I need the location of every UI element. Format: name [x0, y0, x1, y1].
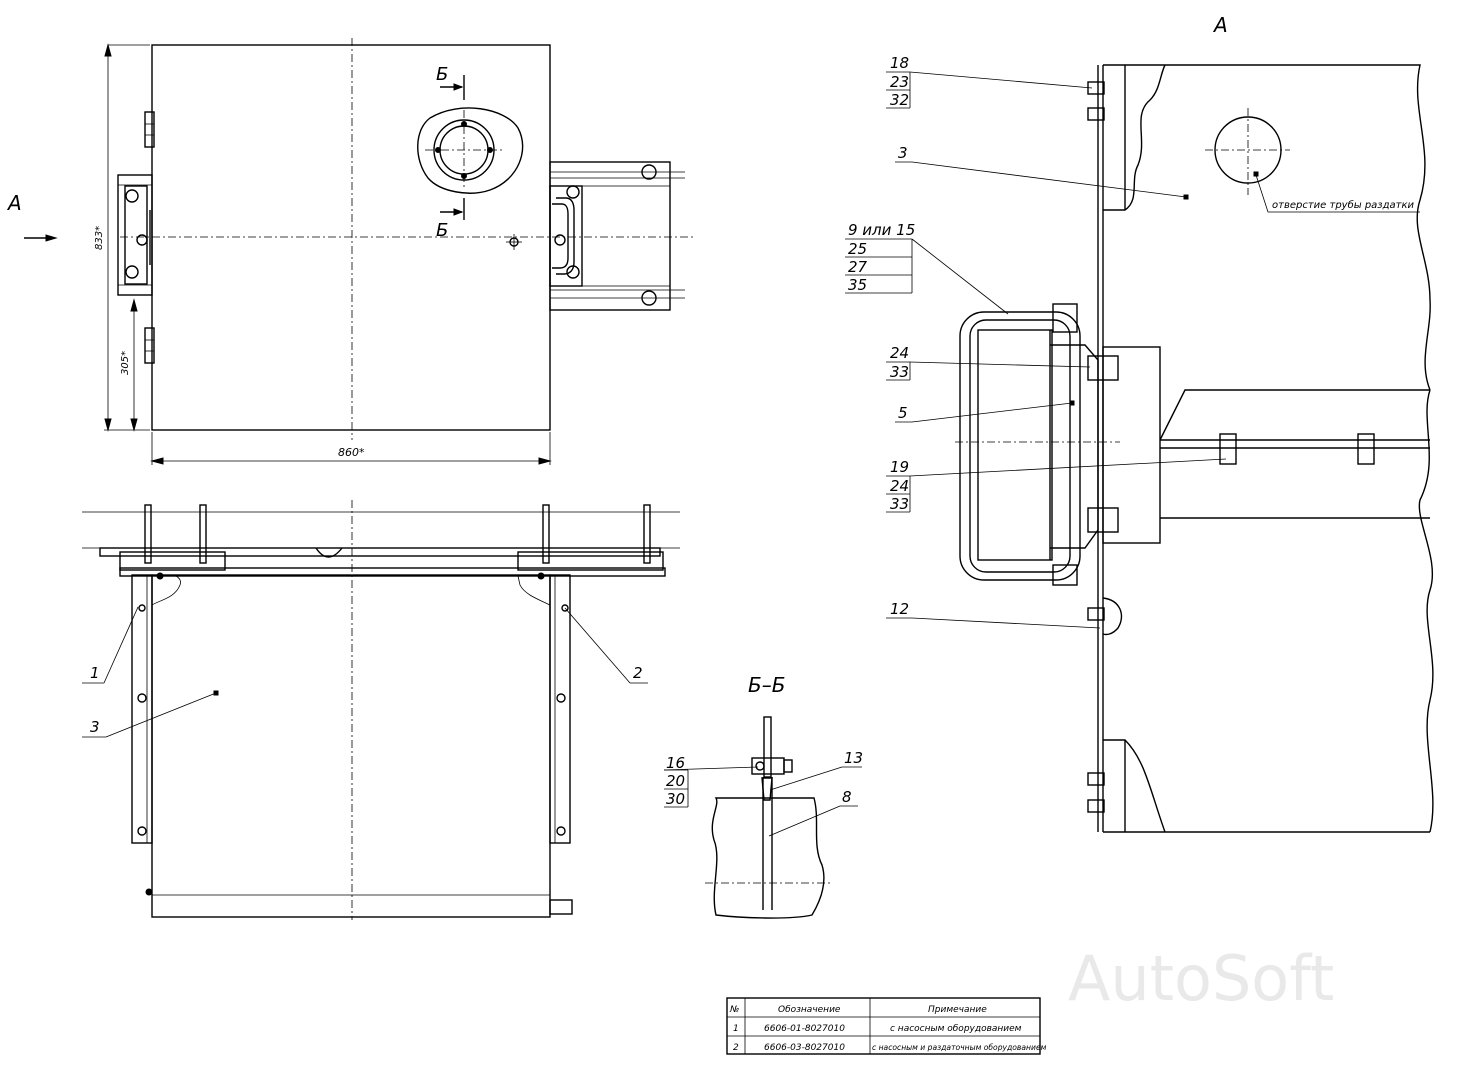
detail-label-a: А	[1212, 13, 1228, 37]
table-row-1-designation: 6606-01-8027010	[764, 1024, 845, 1034]
section-title: Б–Б	[748, 673, 785, 697]
callout-3-detail: 3	[898, 144, 908, 162]
table-row-1-no: 1	[733, 1024, 739, 1034]
callout-20: 20	[666, 772, 685, 790]
front-view: 1 2 3	[82, 500, 680, 920]
callout-5: 5	[898, 404, 908, 422]
section-mark-top: Б	[436, 64, 448, 85]
callout-2: 2	[633, 664, 643, 682]
table-row-2-no: 2	[733, 1043, 739, 1053]
callout-18: 18	[890, 54, 909, 72]
callout-19: 19	[890, 458, 909, 476]
dimension-width: 860*	[338, 446, 365, 459]
callout-12: 12	[890, 600, 909, 618]
table-header-no: №	[729, 1005, 739, 1015]
callout-25: 25	[848, 240, 867, 258]
callout-16: 16	[666, 754, 685, 772]
view-label-a: А	[6, 191, 22, 215]
callout-9-or-15: 9 или 15	[848, 221, 915, 239]
table-row-2-designation: 6606-03-8027010	[764, 1043, 845, 1053]
callout-23: 23	[890, 73, 909, 91]
callout-33: 33	[890, 363, 909, 381]
variants-table: № Обозначение Примечание 1 6606-01-80270…	[726, 997, 1047, 1055]
callout-32: 32	[890, 91, 909, 109]
callout-35: 35	[848, 276, 867, 294]
callout-13: 13	[844, 749, 863, 767]
dimension-offset: 305*	[120, 351, 131, 375]
callout-8: 8	[842, 788, 852, 806]
table-header-note: Примечание	[928, 1005, 987, 1015]
callout-33b: 33	[890, 495, 909, 513]
section-b-b: Б–Б 16 20 30 13 8	[663, 673, 863, 919]
table-row-1-note: с насосным оборудованием	[890, 1024, 1022, 1034]
watermark: AutoSoft	[1068, 942, 1334, 1015]
top-view: Б Б 833* 305*	[6, 38, 695, 465]
callout-24: 24	[890, 344, 909, 362]
dimension-height: 833*	[94, 226, 105, 250]
table-header-designation: Обозначение	[778, 1005, 841, 1015]
detail-view-a: А	[845, 13, 1434, 833]
callout-24b: 24	[890, 477, 909, 495]
table-row-2-note: с насосным и раздаточным оборудованием	[872, 1043, 1047, 1052]
section-mark-bottom: Б	[436, 220, 448, 241]
callout-30: 30	[666, 790, 685, 808]
callout-1: 1	[90, 664, 100, 682]
pipe-hole-annotation: отверстие трубы раздатки	[1272, 199, 1415, 211]
callout-27: 27	[848, 258, 868, 276]
callout-3-front: 3	[90, 718, 100, 736]
